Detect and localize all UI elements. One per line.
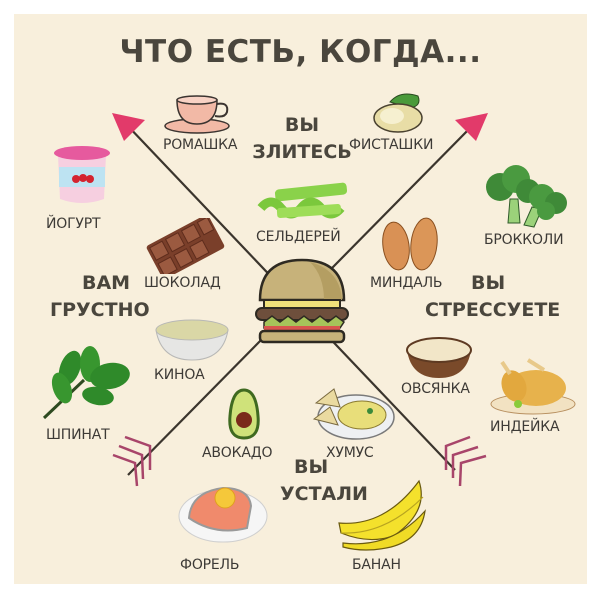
mood-angry: ВЫ ЗЛИТЕСЬ (252, 114, 352, 163)
arrowhead-top-left-icon (112, 113, 145, 141)
mood-stressed: ВЫ СТРЕССУЕТЕ (425, 272, 561, 321)
food-label-spinach: ШПИНАТ (46, 427, 110, 443)
food-label-chocolate: ШОКОЛАД (144, 275, 221, 291)
arrowhead-top-right-icon (455, 113, 488, 141)
food-label-broccoli: БРОККОЛИ (484, 232, 564, 248)
avocado-icon (228, 388, 260, 440)
spinach-icon (42, 346, 130, 420)
burger-icon (255, 258, 349, 344)
chocolate-icon (146, 218, 225, 274)
food-label-pistachios: ФИСТАШКИ (349, 137, 434, 153)
food-label-banana: БАНАН (352, 557, 401, 573)
fletching-bottom-left-icon (112, 435, 152, 487)
food-label-celery: СЕЛЬДЕРЕЙ (256, 229, 341, 245)
pistachio-icon (373, 93, 423, 133)
food-label-quinoa: КИНОА (154, 367, 205, 383)
hummus-plate-icon (312, 388, 395, 440)
page-title: ЧТО ЕСТЬ, КОГДА... (119, 34, 482, 70)
food-label-turkey: ИНДЕЙКА (490, 419, 560, 435)
mood-sad: ВАМ ГРУСТНО (50, 272, 150, 321)
celery-icon (257, 182, 348, 219)
food-label-almond: МИНДАЛЬ (370, 275, 443, 291)
fletching-bottom-right-icon (444, 435, 487, 487)
yogurt-icon (54, 146, 110, 203)
mood-tired: ВЫ УСТАЛИ (280, 456, 368, 505)
food-label-yogurt: ЙОГУРТ (46, 216, 101, 232)
trout-steak-icon (178, 486, 268, 543)
food-label-chamomile: РОМАШКА (163, 137, 238, 153)
food-label-trout: ФОРЕЛЬ (180, 557, 240, 573)
food-label-hummus: ХУМУС (326, 445, 374, 461)
oatmeal-bowl-icon (406, 337, 472, 378)
broccoli-icon (486, 165, 567, 228)
quinoa-bowl-icon (155, 319, 229, 361)
food-label-avocado: АВОКАДО (202, 445, 273, 461)
almond-icon (382, 217, 438, 271)
tea-cup-icon (164, 95, 230, 134)
food-label-oatmeal: ОВСЯНКА (401, 381, 470, 397)
banana-icon (338, 479, 426, 551)
roast-turkey-icon (490, 358, 576, 415)
